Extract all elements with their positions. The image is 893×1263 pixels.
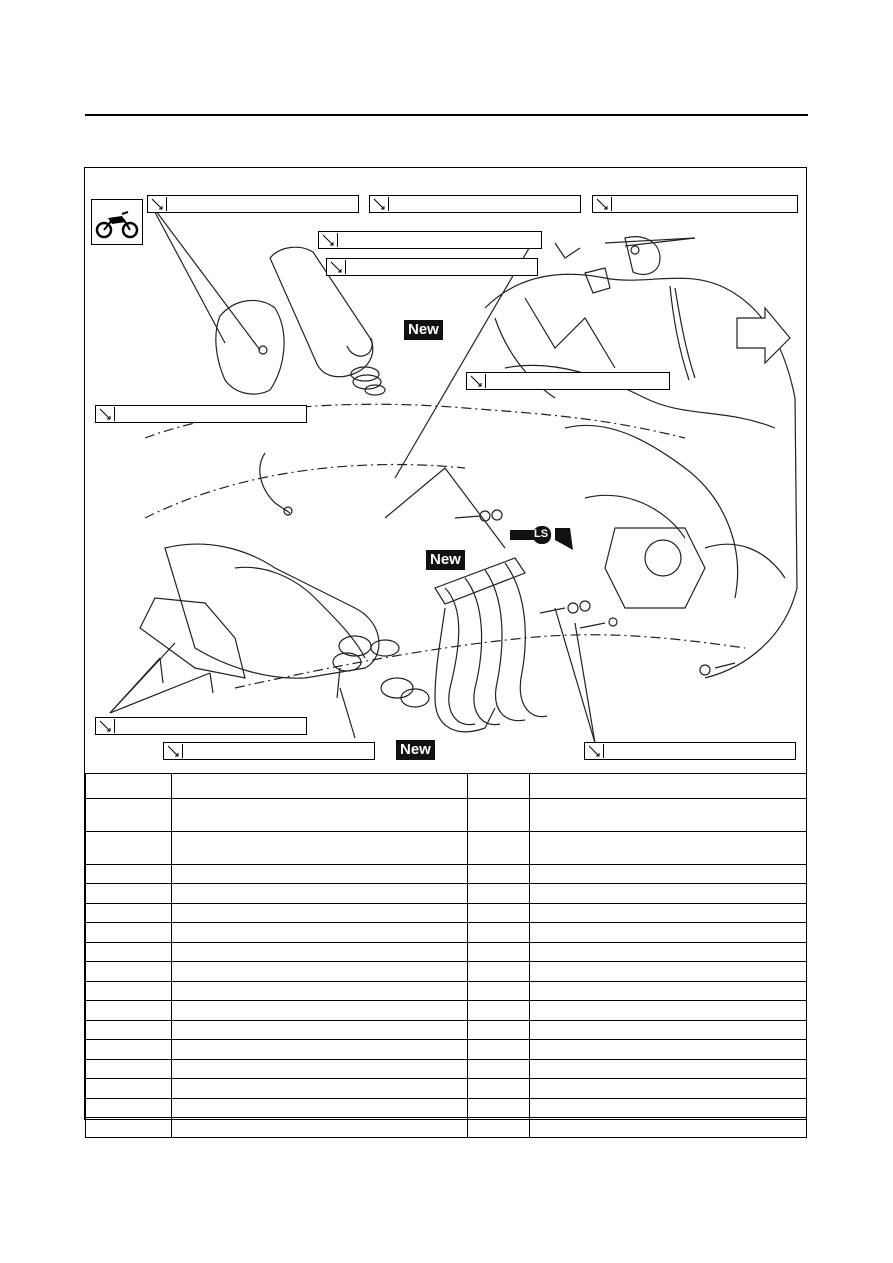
torque-spec-box [369, 195, 581, 213]
table-row [85, 1039, 807, 1060]
table-row [85, 981, 807, 1001]
table-row [85, 1000, 807, 1021]
parts-list-table [85, 773, 807, 1138]
torque-wrench-icon [150, 197, 167, 211]
motorcycle-icon [91, 199, 143, 245]
table-row [85, 1117, 807, 1138]
table-row [85, 1098, 807, 1118]
torque-wrench-icon [595, 197, 612, 211]
exhaust-system-exploded-view [109, 202, 798, 744]
torque-wrench-icon [329, 260, 346, 274]
torque-wrench-icon [98, 407, 115, 421]
new-part-badge: New [404, 320, 443, 340]
table-row [85, 1020, 807, 1040]
ls-label: LS [534, 528, 549, 540]
table-row [85, 903, 807, 923]
torque-wrench-icon [469, 374, 486, 388]
torque-spec-box [163, 742, 375, 760]
torque-wrench-icon [587, 744, 604, 758]
new-part-badge: New [426, 550, 465, 570]
table-row [85, 1078, 807, 1099]
ls-sensor-symbol [510, 526, 573, 550]
torque-spec-box [592, 195, 798, 213]
table-row [85, 961, 807, 982]
torque-spec-box [584, 742, 796, 760]
torque-spec-box [318, 231, 542, 249]
torque-wrench-icon [372, 197, 389, 211]
table-row [85, 831, 807, 865]
torque-spec-box [95, 405, 307, 423]
new-part-badge: New [396, 740, 435, 760]
table-row [85, 1059, 807, 1079]
torque-wrench-icon [321, 233, 338, 247]
table-row [85, 922, 807, 943]
table-row [85, 798, 807, 832]
torque-spec-box [147, 195, 359, 213]
table-row [85, 864, 807, 884]
forward-arrow-icon [736, 306, 791, 365]
torque-wrench-icon [166, 744, 183, 758]
table-row [85, 883, 807, 904]
table-row [85, 942, 807, 962]
torque-spec-box [466, 372, 670, 390]
torque-spec-box [326, 258, 538, 276]
header-rule [85, 114, 808, 116]
table-row [85, 773, 807, 799]
torque-spec-box [95, 717, 307, 735]
torque-wrench-icon [98, 719, 115, 733]
